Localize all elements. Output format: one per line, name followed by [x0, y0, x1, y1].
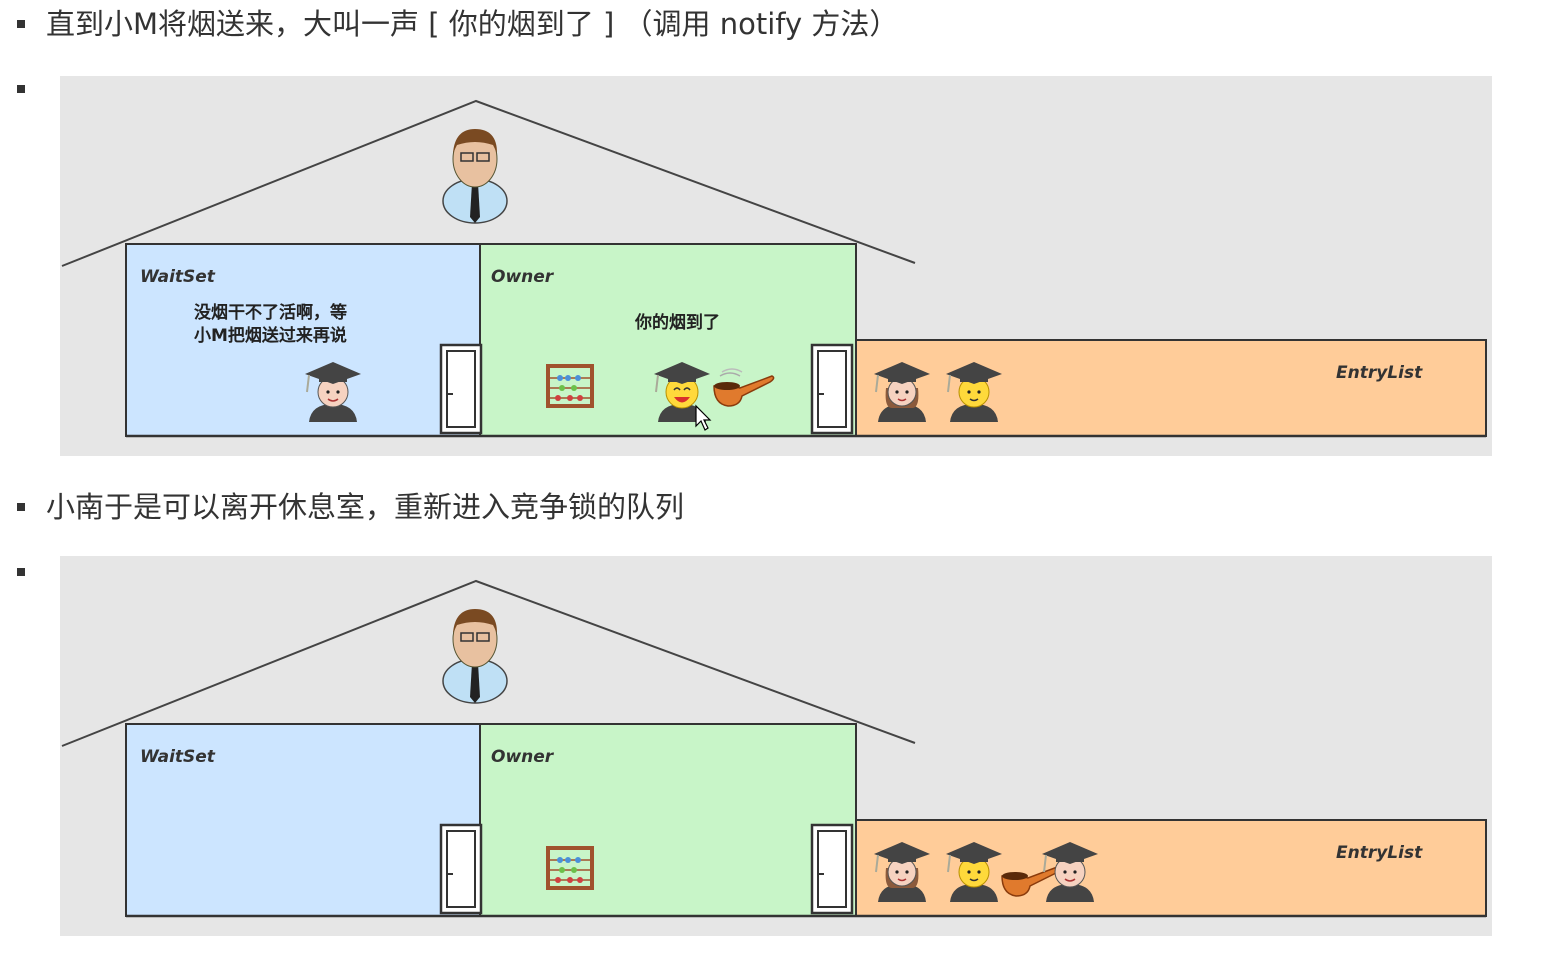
abacus-icon	[546, 364, 594, 408]
monitor-diagram-1: WaitSet Owner EntryList 没烟干不了活啊，等 小M把烟送过…	[60, 76, 1492, 456]
manager-person-icon	[442, 609, 508, 704]
bullet-item-reenter: 小南于是可以离开休息室，重新进入竞争锁的队列	[0, 483, 1550, 531]
door-icon	[810, 823, 854, 915]
owner-label: Owner	[491, 747, 555, 767]
entrylist-label: EntryList	[1336, 363, 1423, 383]
bullet-marker	[17, 20, 25, 28]
student-girl-icon	[874, 842, 930, 902]
pipe-icon	[1001, 865, 1063, 897]
waitset-room	[125, 723, 481, 917]
bullet-text: 直到小M将烟送来，大叫一声 [ 你的烟到了 ] （调用 notify 方法）	[46, 7, 899, 41]
bullet-item-notify: 直到小M将烟送来，大叫一声 [ 你的烟到了 ] （调用 notify 方法）	[0, 0, 1550, 48]
manager-person-icon	[442, 129, 508, 224]
owner-speech: 你的烟到了	[634, 312, 720, 333]
student-yellow-icon	[946, 842, 1002, 902]
entrylist-area	[855, 339, 1487, 437]
roof-outline	[61, 99, 916, 267]
door-icon	[810, 343, 854, 435]
door-icon	[439, 823, 483, 915]
student-icon	[1042, 842, 1098, 902]
waitset-label: WaitSet	[140, 267, 216, 287]
waitset-speech-line1: 没烟干不了活啊，等	[194, 302, 347, 323]
bullet-item-diagram-2	[0, 550, 1550, 598]
owner-label: Owner	[491, 267, 555, 287]
bullet-marker	[17, 85, 25, 93]
monitor-diagram-2: WaitSet Owner EntryList	[60, 556, 1492, 936]
waitset-room	[125, 243, 481, 437]
student-yellow-icon	[946, 362, 1002, 422]
entrylist-label: EntryList	[1336, 843, 1423, 863]
waitset-label: WaitSet	[140, 747, 216, 767]
bullet-item-diagram-1	[0, 66, 1550, 114]
roof-outline	[61, 579, 916, 747]
door-icon	[439, 343, 483, 435]
student-icon	[305, 362, 361, 422]
mouse-cursor-icon	[695, 404, 712, 431]
abacus-icon	[546, 846, 594, 890]
student-girl-icon	[874, 362, 930, 422]
bullet-marker	[17, 503, 25, 511]
owner-room	[479, 243, 857, 437]
waitset-speech-line2: 小M把烟送过来再说	[194, 325, 347, 346]
pipe-icon	[713, 368, 775, 407]
bullet-marker	[17, 568, 25, 576]
student-happy-icon	[654, 362, 710, 422]
bullet-text: 小南于是可以离开休息室，重新进入竞争锁的队列	[46, 490, 685, 524]
